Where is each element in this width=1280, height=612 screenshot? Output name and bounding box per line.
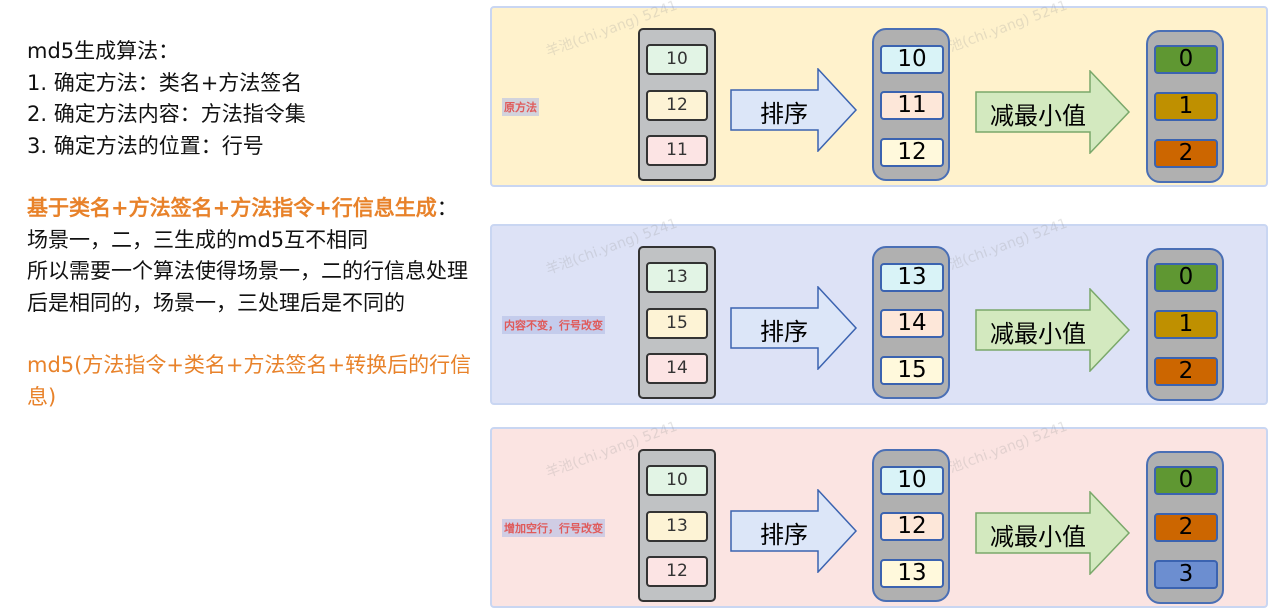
explanation-text: md5生成算法： 1. 确定方法：类名+方法签名 2. 确定方法内容：方法指令集… [27, 36, 477, 413]
sorted-lines-column: 13 14 15 [872, 246, 950, 399]
sorted-line-item: 10 [880, 466, 944, 495]
scenario-label: 原方法 [502, 98, 539, 116]
sorted-line-item: 10 [880, 45, 944, 74]
conclusion-rest: ：场景一，二，三生成的md5互不相同 [27, 196, 458, 252]
sort-arrow-icon [730, 286, 858, 370]
original-line-item: 10 [646, 465, 708, 496]
step-2: 2. 确定方法内容：方法指令集 [27, 102, 306, 126]
result-item: 2 [1154, 513, 1218, 542]
original-line-item: 12 [646, 90, 708, 121]
original-line-item: 13 [646, 511, 708, 542]
result-item: 1 [1154, 92, 1218, 121]
subtract-label: 减最小值 [990, 320, 1086, 348]
step-3: 3. 确定方法的位置：行号 [27, 133, 264, 158]
scenario-panel-1: 羊池(chi.yang) 5241 羊池(chi.yang) 5241 原方法 … [490, 0, 1268, 187]
original-line-item: 12 [646, 556, 708, 587]
sort-label: 排序 [760, 318, 808, 346]
sorted-line-item: 12 [880, 138, 944, 167]
subtract-label: 减最小值 [990, 523, 1086, 551]
sorted-line-item: 13 [880, 263, 944, 292]
subtract-arrow-icon [975, 288, 1131, 372]
sort-label: 排序 [760, 100, 808, 128]
subtract-label: 减最小值 [990, 102, 1086, 130]
sorted-line-item: 11 [880, 91, 944, 120]
original-line-item: 14 [646, 353, 708, 384]
subtract-arrow-icon [975, 70, 1131, 154]
sorted-lines-column: 10 12 13 [872, 449, 950, 602]
scenario-panel-3: 羊池(chi.yang) 5241 羊池(chi.yang) 5241 增加空行… [490, 419, 1268, 608]
result-column: 0 1 2 [1146, 30, 1224, 183]
result-item: 2 [1154, 357, 1218, 386]
subtract-arrow-icon [975, 491, 1131, 575]
watermark: 羊池(chi.yang) 5241 [933, 215, 1070, 279]
highlight: 基于类名+方法签名+方法指令+行信息生成 [27, 196, 437, 220]
sorted-line-item: 14 [880, 309, 944, 338]
original-line-item: 13 [646, 262, 708, 293]
sorted-line-item: 13 [880, 559, 944, 588]
scenario-panel-2: 羊池(chi.yang) 5241 羊池(chi.yang) 5241 内容不变… [490, 216, 1268, 405]
original-line-item: 15 [646, 308, 708, 339]
result-item: 0 [1154, 263, 1218, 292]
result-item: 0 [1154, 45, 1218, 74]
original-lines-column: 10 12 11 [638, 28, 716, 181]
result-item: 0 [1154, 466, 1218, 495]
result-column: 0 1 2 [1146, 248, 1224, 401]
result-item: 1 [1154, 310, 1218, 339]
sort-label: 排序 [760, 521, 808, 549]
sorted-line-item: 15 [880, 356, 944, 385]
result-item: 3 [1154, 560, 1218, 589]
formula: md5(方法指令+类名+方法签名+转换后的行信息) [27, 353, 472, 409]
result-column: 0 2 3 [1146, 451, 1224, 604]
result-item: 2 [1154, 139, 1218, 168]
original-line-item: 11 [646, 135, 708, 166]
scenario-label: 增加空行，行号改变 [502, 519, 605, 537]
scenario-label: 内容不变，行号改变 [502, 316, 605, 334]
sort-arrow-icon [730, 68, 858, 152]
sorted-line-item: 12 [880, 512, 944, 541]
original-lines-column: 13 15 14 [638, 246, 716, 399]
sort-arrow-icon [730, 489, 858, 573]
title: md5生成算法： [27, 39, 180, 63]
sorted-lines-column: 10 11 12 [872, 28, 950, 181]
watermark: 羊池(chi.yang) 5241 [933, 418, 1070, 482]
step-1: 1. 确定方法：类名+方法签名 [27, 70, 303, 95]
conclusion: 基于类名+方法签名+方法指令+行信息生成：场景一，二，三生成的md5互不相同 [27, 193, 477, 256]
original-lines-column: 10 13 12 [638, 449, 716, 602]
watermark: 羊池(chi.yang) 5241 [933, 0, 1070, 61]
requirement: 所以需要一个算法使得场景一，二的行信息处理后是相同的，场景一，三处理后是不同的 [27, 259, 468, 315]
original-line-item: 10 [646, 44, 708, 75]
